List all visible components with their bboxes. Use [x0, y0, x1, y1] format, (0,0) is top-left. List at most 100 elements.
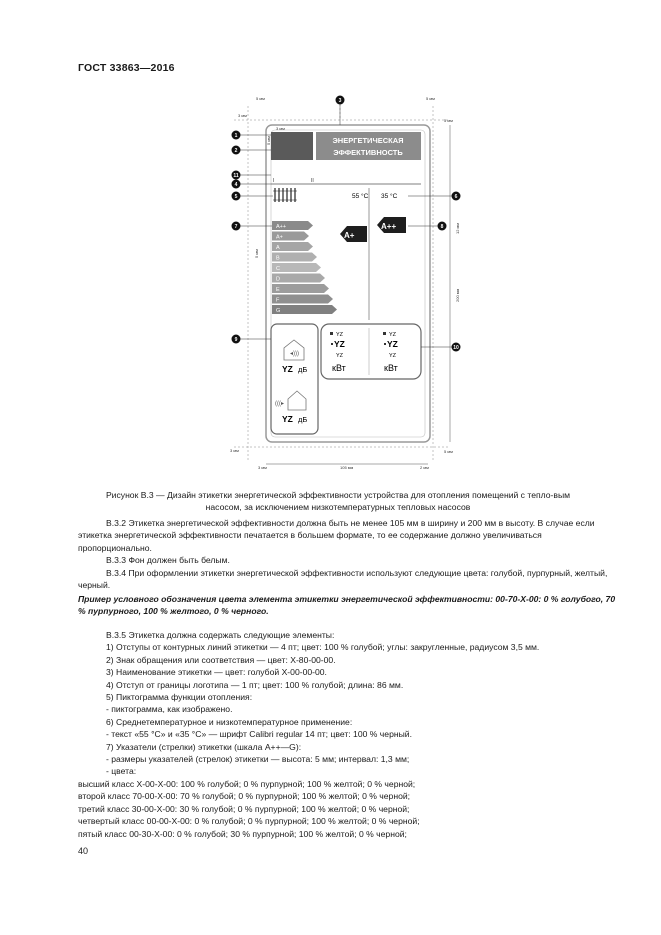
dim-right-top-5: 5 мм: [426, 96, 435, 101]
class-label-d: D: [276, 277, 280, 283]
efficiency-scale: A++ A+ A B C D E F G: [272, 221, 337, 314]
list-item: 3) Наименование этикетки — цвет: голубой…: [106, 667, 327, 678]
class-label-g: G: [276, 308, 280, 314]
paragraph-b32: В.3.2 Этикетка энергетической эффективно…: [78, 518, 595, 553]
column-mark-2: II: [311, 178, 314, 184]
figure-caption: Рисунок В.3 — Дизайн этикетки энергетиче…: [105, 490, 571, 512]
label-title-line1: ЭНЕРГЕТИЧЕСКАЯ: [332, 136, 403, 145]
callout-3: 3: [339, 98, 342, 104]
result-arrow-35: [377, 217, 406, 233]
class-arrow-f: [272, 294, 333, 304]
outdoor-house-icon: [287, 390, 307, 411]
noise-box: [270, 323, 319, 435]
class-arrow-d: [272, 273, 325, 283]
paragraph-b34: В.3.4 При оформлении этикетки энергетиче…: [78, 567, 608, 591]
temperature-35: 35 °C: [381, 192, 398, 200]
column-mark-1: I: [273, 178, 274, 184]
callout-6: 6: [455, 194, 458, 200]
dim-right-5a: 5 мм: [444, 118, 453, 123]
noise-indoor-value: YZ: [282, 364, 293, 374]
callout-markers: 1 2 3 4 5 6 7 8 9 10 11: [231, 95, 461, 352]
power-col1-row2: YZ: [334, 339, 345, 349]
class-arrow-a: [272, 242, 313, 251]
class-arrow-c: [272, 263, 321, 272]
noise-outdoor-value: YZ: [282, 414, 293, 424]
callout-9: 9: [235, 337, 238, 343]
conformity-mark-block: [271, 132, 313, 160]
list-item: - пиктограмма, как изображено.: [106, 704, 233, 715]
list-item: - текст «55 °C» и «35 °C» — шрифт Calibr…: [106, 729, 412, 740]
list-item: второй класс 70-00-Х-00: 70 % голубой; 0…: [78, 791, 411, 802]
dim-bottom-3: 3 мм: [258, 465, 267, 470]
power-col2-row3: YZ: [389, 353, 397, 359]
dim-bottom-2: 2 мм: [420, 465, 429, 470]
power-box: [320, 323, 422, 380]
result-arrow-55: [340, 226, 367, 242]
power-bullets: [330, 332, 386, 345]
body-text-block-1: В.3.2 Этикетка энергетической эффективно…: [78, 517, 616, 591]
dim-bottom-105: 105 мм: [340, 465, 354, 470]
power-col2-unit: кВт: [384, 363, 398, 373]
class-label-e: E: [276, 287, 280, 293]
list-item: четвертый класс 00-00-Х-00: 0 % голубой;…: [78, 816, 420, 827]
class-label-a-plus: A+: [276, 235, 283, 241]
dim-left-bottom-3: 3 мм: [230, 448, 239, 453]
callout-4: 4: [235, 182, 238, 188]
dimension-guides: [234, 100, 450, 462]
paragraph-b35: В.3.5 Этикетка должна содержать следующи…: [106, 630, 335, 640]
label-outer-frame: [265, 124, 431, 443]
power-col1-unit: кВт: [332, 363, 346, 373]
body-text-block-2: В.3.5 Этикетка должна содержать следующи…: [78, 629, 616, 840]
document-header: ГОСТ 33863—2016: [78, 62, 175, 74]
dimension-labels: 5 мм 5 мм 3 мм 5 мм 3 мм 5 мм 12 мм 200 …: [230, 96, 460, 470]
dim-right-bottom-5: 5 мм: [444, 449, 453, 454]
callout-11: 11: [233, 173, 239, 179]
result-class-35: A++: [381, 222, 396, 231]
callout-leaders: [240, 104, 452, 348]
class-arrow-g: [272, 305, 337, 314]
power-col2-row2: YZ: [387, 339, 398, 349]
list-item: высший класс Х-00-Х-00: 100 % голубой; 0…: [78, 778, 416, 789]
callout-5: 5: [235, 194, 238, 200]
temperature-55: 55 °C: [352, 192, 369, 200]
class-label-a: A: [276, 245, 280, 251]
class-arrow-b: [272, 252, 317, 262]
energy-label-figure: ЭНЕРГЕТИЧЕСКАЯ ЭФФЕКТИВНОСТЬ I II 55 °C …: [228, 92, 468, 474]
list-item: - цвета:: [106, 766, 137, 777]
indoor-house-icon: [283, 339, 305, 361]
label-inner-frame: [270, 129, 426, 438]
energy-label-diagram: ЭНЕРГЕТИЧЕСКАЯ ЭФФЕКТИВНОСТЬ I II 55 °C …: [230, 95, 461, 470]
power-col1-row3: YZ: [336, 353, 344, 359]
callout-7: 7: [235, 224, 238, 230]
callout-2: 2: [235, 148, 238, 154]
dim-left-top-5: 5 мм: [256, 96, 265, 101]
list-item: 6) Среднетемпературное и низкотемператур…: [106, 716, 353, 727]
indoor-sound-icon: ◂))): [290, 351, 299, 357]
class-arrow-e: [272, 284, 329, 293]
class-label-b: B: [276, 256, 280, 262]
list-item: 7) Указатели (стрелки) этикетки (шкала А…: [106, 741, 302, 752]
power-col1-row1: YZ: [336, 332, 344, 338]
class-label-c: C: [276, 266, 280, 272]
dim-left-5: 5 мм: [254, 249, 259, 258]
dim-inner-5: 5 мм: [266, 136, 271, 145]
color-example: Пример условного обозначения цвета элеме…: [78, 594, 616, 617]
list-item: - размеры указателей (стрелок) этикетки …: [106, 754, 410, 765]
class-label-a-plus-plus: A++: [276, 224, 286, 230]
element-list: 1) Отступы от контурных линий этикетки —…: [78, 641, 616, 840]
noise-outdoor-unit: дБ: [298, 415, 307, 424]
paragraph-b33: В.3.3 Фон должен быть белым.: [106, 555, 230, 566]
list-item: пятый класс 00-30-Х-00: 0 % голубой; 30 …: [78, 828, 407, 839]
radiator-icon: [273, 188, 297, 202]
result-class-55: A+: [344, 231, 355, 240]
outdoor-sound-icon: (((▸: [275, 401, 284, 407]
list-item: 4) Отступ от границы логотипа — 1 пт; цв…: [106, 679, 404, 690]
list-item: третий класс 30-00-Х-00: 30 % голубой; 0…: [78, 803, 410, 814]
label-title-block: [316, 132, 421, 160]
callout-8: 8: [441, 224, 444, 230]
dim-right-12: 12 мм: [455, 223, 460, 234]
page-number: 40: [78, 846, 89, 856]
dim-left-3a: 3 мм: [238, 113, 247, 118]
callout-1: 1: [235, 133, 238, 139]
list-item: 1) Отступы от контурных линий этикетки —…: [106, 642, 540, 653]
